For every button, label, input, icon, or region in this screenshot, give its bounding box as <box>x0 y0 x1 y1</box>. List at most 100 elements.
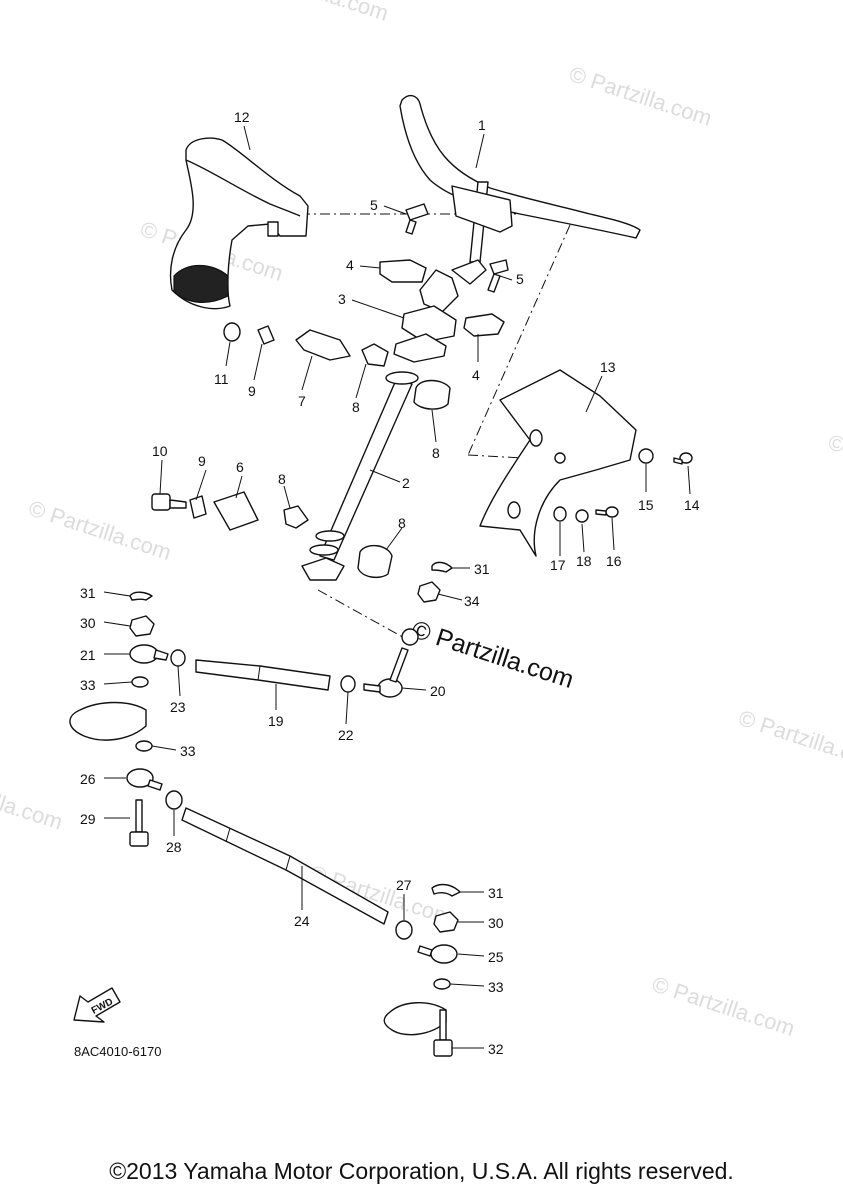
label-part-31: 31 <box>474 561 490 577</box>
label-part-11: 11 <box>214 371 229 387</box>
label-part-12: 12 <box>234 109 250 125</box>
part-upper-holder-3 <box>393 305 457 363</box>
part-tie-rod-24 <box>181 807 389 925</box>
part-bolt-29 <box>129 799 149 847</box>
label-part-16: 16 <box>606 553 622 569</box>
label-part-7: 7 <box>298 393 306 409</box>
part-bushing-8b <box>413 379 451 410</box>
part-locknut-28 <box>165 790 183 810</box>
label-part-9: 9 <box>248 383 256 399</box>
part-clip-9b <box>189 495 207 519</box>
part-handlebar <box>399 94 641 313</box>
part-locknut-23 <box>170 649 186 667</box>
label-part-1: 1 <box>478 117 486 133</box>
label-part-24: 24 <box>294 913 310 929</box>
label-part-31: 31 <box>80 585 96 601</box>
watermark: © Partzilla.com <box>243 0 392 26</box>
label-part-8: 8 <box>278 471 286 487</box>
label-part-8: 8 <box>352 399 360 415</box>
part-screw-14 <box>673 452 693 465</box>
label-part-14: 14 <box>684 497 700 513</box>
part-tie-rod-end-25 <box>417 944 458 964</box>
label-part-26: 26 <box>80 771 96 787</box>
label-part-30: 30 <box>80 615 96 631</box>
part-nut-18 <box>575 509 589 523</box>
part-number-labels: 1 12 5 4 5 3 4 11 9 7 8 8 13 10 9 6 8 2 … <box>80 109 700 1057</box>
label-part-2: 2 <box>402 475 410 491</box>
part-bushing-8d <box>357 545 393 579</box>
part-cotter-pin-31a <box>129 591 153 601</box>
watermark: © Partzilla.com <box>0 765 66 835</box>
part-clip-8c <box>283 505 309 529</box>
label-part-3: 3 <box>338 291 346 307</box>
part-column-cover-13 <box>479 369 637 557</box>
part-washer-33a <box>131 676 149 688</box>
label-part-5: 5 <box>516 271 524 287</box>
label-part-18: 18 <box>576 553 592 569</box>
label-part-23: 23 <box>170 699 186 715</box>
label-part-27: 27 <box>396 877 412 893</box>
part-nut-34 <box>417 581 441 603</box>
part-bolt-5a <box>405 203 429 235</box>
part-bolt-5b <box>487 259 509 293</box>
watermark: © Partzilla.com <box>825 429 843 499</box>
part-nut-30a <box>129 615 155 637</box>
part-holder-4a <box>379 259 427 283</box>
part-nut-15 <box>638 448 654 464</box>
label-part-13: 13 <box>600 359 616 375</box>
label-part-17: 17 <box>550 557 566 573</box>
part-clip-8a <box>361 343 389 367</box>
leader-lines <box>103 125 691 1049</box>
part-collar-11 <box>223 322 241 342</box>
label-part-30: 30 <box>488 915 504 931</box>
label-part-32: 32 <box>488 1041 504 1057</box>
label-part-5: 5 <box>370 197 378 213</box>
watermark: © Partzilla.com <box>649 971 798 1041</box>
label-part-21: 21 <box>80 647 96 663</box>
label-part-33: 33 <box>488 979 504 995</box>
part-washer-33c <box>433 978 451 990</box>
watermark: © Partzilla.com <box>566 61 715 131</box>
label-part-33: 33 <box>180 743 196 759</box>
part-screw-16 <box>595 506 619 518</box>
label-part-28: 28 <box>166 839 182 855</box>
label-part-6: 6 <box>236 459 244 475</box>
label-part-19: 19 <box>268 713 284 729</box>
label-part-25: 25 <box>488 949 504 965</box>
part-knuckle-arm-right <box>383 1002 447 1036</box>
part-tie-rod-end-21 <box>129 644 169 664</box>
label-part-4: 4 <box>472 367 480 383</box>
label-part-8: 8 <box>432 445 440 461</box>
label-part-15: 15 <box>638 497 654 513</box>
label-part-9: 9 <box>198 453 206 469</box>
watermark: © Partzilla.com <box>736 705 843 775</box>
label-part-33: 33 <box>80 677 96 693</box>
part-tie-rod-end-20 <box>363 628 419 698</box>
label-part-22: 22 <box>338 727 354 743</box>
part-clamp-7 <box>295 329 351 361</box>
part-bolt-10 <box>151 493 187 511</box>
label-part-29: 29 <box>80 811 96 827</box>
part-washer-33b <box>135 740 153 752</box>
fwd-arrow-icon: FWD <box>73 987 121 1023</box>
copyright-notice: ©2013 Yamaha Motor Corporation, U.S.A. A… <box>109 1158 734 1184</box>
label-part-10: 10 <box>152 443 168 459</box>
part-locknut-22 <box>340 675 356 693</box>
part-clamp-6 <box>213 491 259 531</box>
part-washer-17 <box>553 506 567 522</box>
part-knuckle-arm-left <box>69 701 147 741</box>
part-steering-column <box>301 371 419 581</box>
part-clip-9a <box>257 325 275 345</box>
part-tie-rod-end-26 <box>126 768 163 791</box>
label-part-31: 31 <box>488 885 504 901</box>
part-nut-30b <box>433 911 459 933</box>
part-cotter-pin-31c <box>431 883 461 897</box>
label-part-20: 20 <box>430 683 446 699</box>
label-part-4: 4 <box>346 257 354 273</box>
part-handlebar-cover <box>169 137 309 310</box>
part-cotter-pin-31b <box>431 561 453 573</box>
diagram-code: 8AC4010-6170 <box>74 1044 161 1059</box>
label-part-34: 34 <box>464 593 480 609</box>
part-tie-rod-19 <box>195 659 331 691</box>
